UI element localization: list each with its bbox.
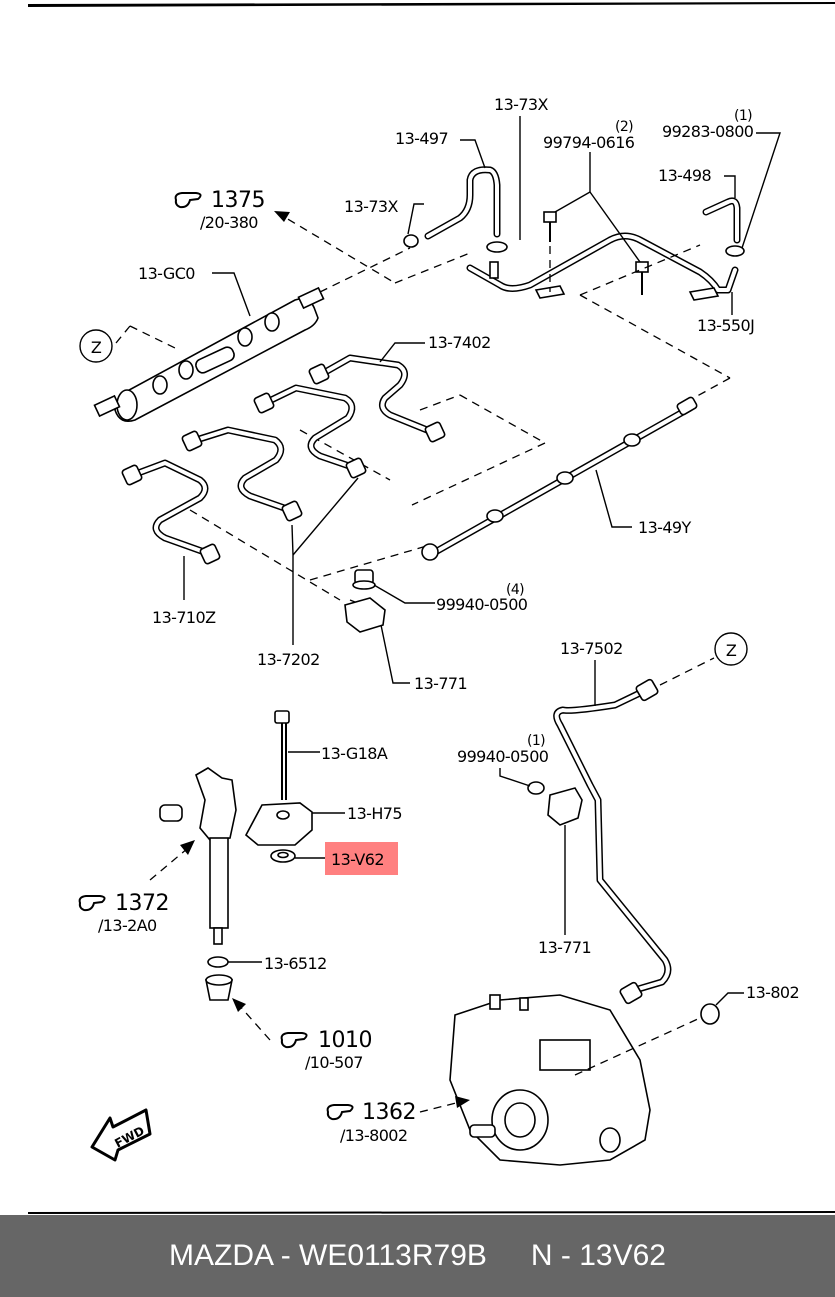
- leak-off-pipe: [421, 396, 698, 561]
- reference-number: 1362: [362, 1100, 416, 1125]
- z-marker-left: Z: [79, 329, 113, 363]
- label-99283-qty: (1): [734, 108, 752, 124]
- parts-diagram: Z Z: [27, 2, 835, 1214]
- label-13-7402[interactable]: 13-7402: [428, 333, 491, 352]
- label-99940-top-qty: (4): [506, 582, 524, 598]
- reference-number: 1372: [115, 891, 169, 916]
- injection-pipes: [121, 342, 446, 645]
- common-rail: [93, 272, 325, 423]
- label-13-7202[interactable]: 13-7202: [257, 650, 320, 669]
- clamp-assembly-top: [344, 569, 435, 684]
- label-99940-0500-mid[interactable]: 99940-0500: [457, 747, 549, 766]
- label-13-6512[interactable]: 13-6512: [264, 954, 327, 973]
- label-13-7502[interactable]: 13-7502: [560, 639, 623, 658]
- fuel-pump: [419, 992, 744, 1166]
- z-marker-right: Z: [714, 632, 748, 666]
- label-13-550J[interactable]: 13-550J: [697, 316, 755, 335]
- reference-number: 1375: [211, 188, 265, 213]
- label-13-497[interactable]: 13-497: [395, 129, 449, 148]
- bolt-icon: [543, 211, 557, 242]
- reference-page: /13-8002: [340, 1126, 407, 1145]
- reference-1375[interactable]: 1375 /20-380: [174, 188, 266, 232]
- label-13-73X-left[interactable]: 13-73X: [344, 197, 399, 216]
- connection-lines: [115, 211, 731, 613]
- pointing-hand-icon: [174, 192, 202, 209]
- label-13-GC0[interactable]: 13-GC0: [138, 264, 196, 283]
- part-labels: 13-73X 13-497 (2) 99794-0616 (1) 99283-0…: [138, 95, 800, 1002]
- label-13-49Y[interactable]: 13-49Y: [638, 518, 692, 537]
- top-border: [28, 2, 835, 7]
- footer-part-number: N - 13V62: [530, 1239, 666, 1272]
- pointing-hand-icon: [280, 1032, 308, 1049]
- z-left-label: Z: [91, 338, 102, 357]
- reference-1010[interactable]: 1010 /10-507: [280, 1028, 373, 1072]
- reference-page: /20-380: [200, 213, 258, 232]
- label-13-V62[interactable]: 13-V62: [331, 850, 385, 869]
- label-99283-0800[interactable]: 99283-0800: [662, 122, 754, 141]
- reference-page: /10-507: [305, 1053, 363, 1072]
- label-13-498[interactable]: 13-498: [658, 166, 712, 185]
- return-pipe-assembly: [403, 116, 781, 315]
- label-13-802[interactable]: 13-802: [746, 983, 800, 1002]
- high-pressure-pipe: [499, 657, 715, 1005]
- injector-assembly: [149, 710, 345, 1041]
- label-13-710Z[interactable]: 13-710Z: [152, 608, 217, 627]
- z-right-label: Z: [726, 641, 737, 660]
- reference-1372[interactable]: 1372 /13-2A0: [78, 891, 170, 935]
- part-info-footer: MAZDA - WE0113R79B N - 13V62: [0, 1215, 835, 1297]
- reference-page: /13-2A0: [98, 916, 157, 935]
- label-99794-0616[interactable]: 99794-0616: [543, 133, 635, 152]
- bottom-border: [27, 1211, 835, 1214]
- label-13-H75[interactable]: 13-H75: [347, 804, 403, 823]
- label-13-G18A[interactable]: 13-G18A: [321, 744, 388, 763]
- label-99794-qty: (2): [615, 119, 633, 135]
- highlight-box: [325, 842, 398, 875]
- reference-number: 1010: [318, 1028, 372, 1053]
- label-13-771-top[interactable]: 13-771: [414, 674, 468, 693]
- pointing-hand-icon: [78, 895, 106, 912]
- reference-1362[interactable]: 1362 /13-8002: [326, 1100, 417, 1145]
- pointing-hand-icon: [326, 1104, 354, 1121]
- label-13-73X-top[interactable]: 13-73X: [494, 95, 549, 114]
- label-13-771-mid[interactable]: 13-771: [538, 938, 592, 957]
- footer-brand-code: MAZDA - WE0113R79B: [169, 1239, 487, 1272]
- forward-arrow-icon: FWD: [90, 1108, 152, 1162]
- label-99940-mid-qty: (1): [527, 733, 545, 749]
- label-99940-0500-top[interactable]: 99940-0500: [436, 595, 528, 614]
